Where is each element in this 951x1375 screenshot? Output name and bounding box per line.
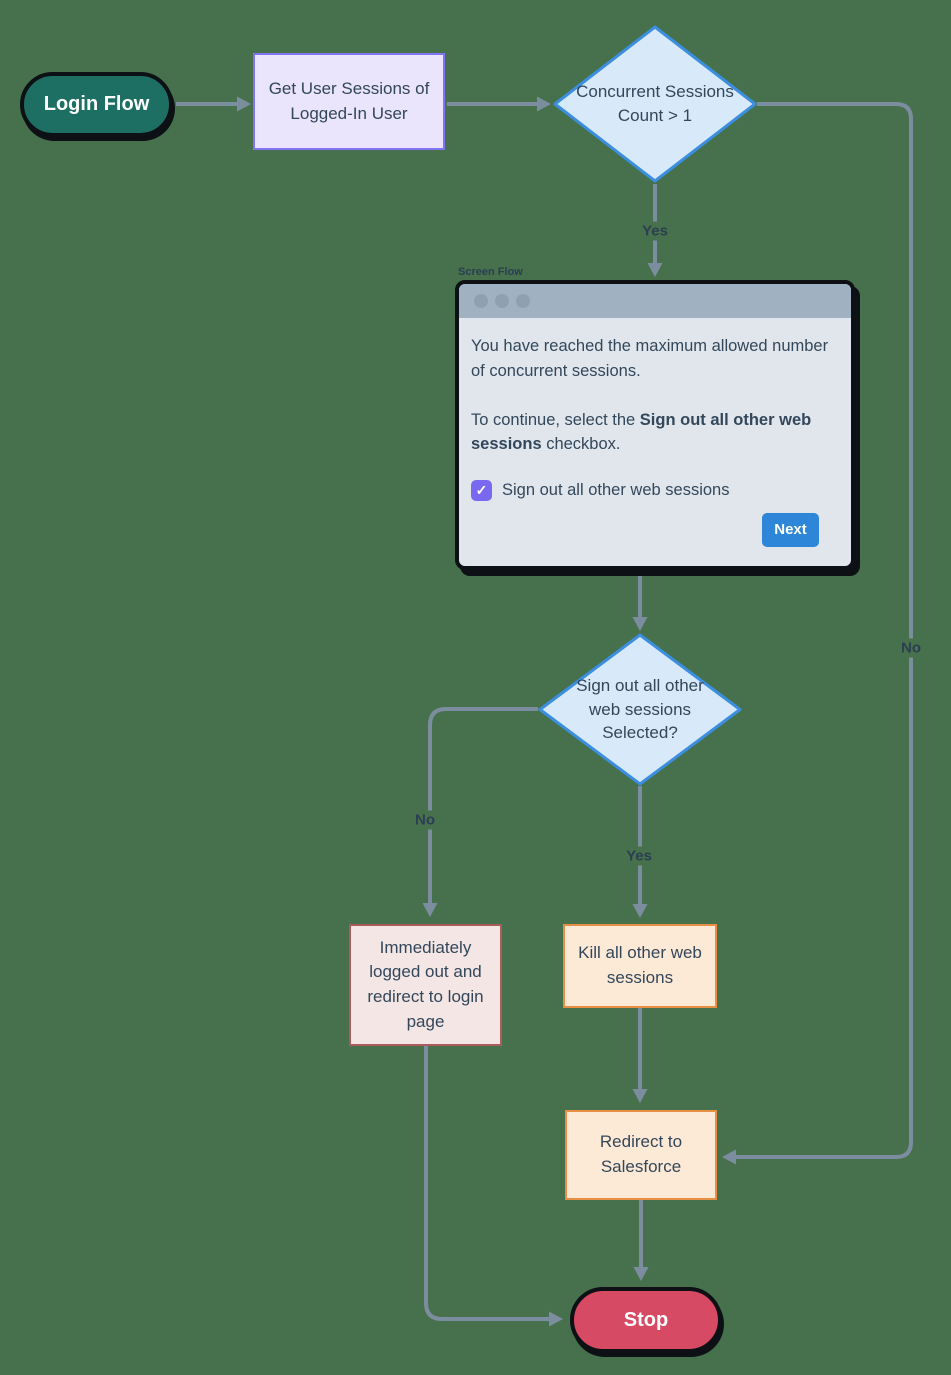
arrowhead-icon bbox=[647, 263, 663, 277]
node-stop: Stop bbox=[570, 1287, 722, 1353]
edge-label-yes-1: Yes bbox=[638, 221, 672, 241]
check-icon: ✓ bbox=[475, 481, 488, 498]
edge-decision2-no-to-loggedout bbox=[428, 707, 538, 904]
diamond-shape bbox=[553, 25, 757, 183]
window-body: You have reached the maximum allowed num… bbox=[459, 318, 851, 566]
edge-label-no-1: No bbox=[897, 638, 925, 658]
window-dot-icon bbox=[474, 294, 488, 308]
instruction-message: To continue, select the Sign out all oth… bbox=[471, 410, 812, 454]
window-dot-icon bbox=[495, 294, 509, 308]
edge-decision1-no-to-redirect bbox=[736, 102, 913, 1159]
node-stop-label: Stop bbox=[623, 1308, 669, 1331]
arrowhead-icon bbox=[237, 96, 251, 112]
arrowhead-icon bbox=[722, 1149, 736, 1165]
node-decision-signout-selected: Sign out all other web sessions Selected… bbox=[538, 633, 742, 786]
arrowhead-icon bbox=[422, 903, 438, 917]
next-button[interactable]: Next bbox=[762, 512, 819, 547]
node-kill-sessions: Kill all other web sessions bbox=[563, 924, 717, 1008]
window-dot-icon bbox=[516, 294, 530, 308]
node-redirect-salesforce-label: Redirect to Salesforce bbox=[599, 1132, 683, 1176]
node-start-label: Login Flow bbox=[43, 93, 150, 115]
arrowhead-icon bbox=[537, 96, 551, 112]
edge-label-no-2: No bbox=[411, 810, 439, 830]
arrowhead-icon bbox=[633, 1267, 649, 1281]
node-get-user-sessions-label: Get User Sessions of Logged-In User bbox=[268, 78, 430, 123]
diamond-shape bbox=[538, 633, 742, 786]
node-start: Login Flow bbox=[20, 72, 173, 137]
signout-checkbox-row: ✓ Sign out all other web sessions bbox=[471, 478, 837, 503]
node-decision-concurrent-sessions: Concurrent Sessions Count > 1 bbox=[553, 25, 757, 183]
window-titlebar bbox=[459, 284, 851, 318]
session-limit-message: You have reached the maximum allowed num… bbox=[471, 337, 829, 380]
node-decision-concurrent-label: Concurrent Sessions Count > 1 bbox=[576, 82, 734, 125]
arrowhead-icon bbox=[632, 904, 648, 918]
node-kill-sessions-label: Kill all other web sessions bbox=[578, 943, 702, 987]
node-redirect-salesforce: Redirect to Salesforce bbox=[565, 1110, 717, 1200]
edge-loggedout-to-stop bbox=[424, 1046, 550, 1321]
node-logged-out: Immediately logged out and redirect to l… bbox=[349, 924, 502, 1046]
arrowhead-icon bbox=[632, 1089, 648, 1103]
screen-flow-window: You have reached the maximum allowed num… bbox=[455, 280, 855, 570]
signout-checkbox[interactable]: ✓ bbox=[471, 479, 492, 501]
screen-flow-tag: Screen Flow bbox=[458, 266, 523, 278]
node-logged-out-label: Immediately logged out and redirect to l… bbox=[367, 937, 484, 1031]
node-get-user-sessions: Get User Sessions of Logged-In User bbox=[253, 53, 445, 150]
signout-checkbox-label: Sign out all other web sessions bbox=[502, 481, 730, 499]
edge-label-yes-2: Yes bbox=[622, 846, 656, 866]
node-decision-signout-label: Sign out all other web sessions Selected… bbox=[576, 675, 704, 743]
arrowhead-icon bbox=[632, 617, 648, 631]
arrowhead-icon bbox=[549, 1311, 563, 1327]
